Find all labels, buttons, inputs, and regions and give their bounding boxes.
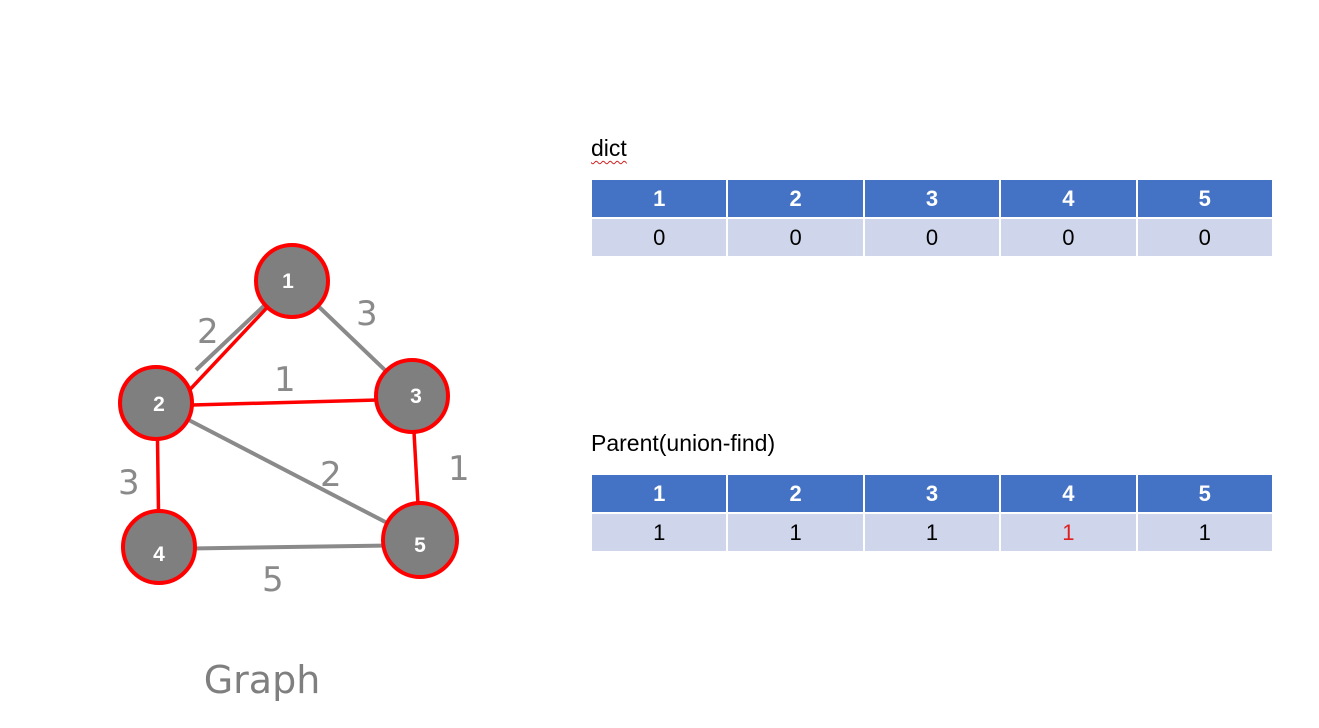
dict-header-cell: 1 xyxy=(589,178,729,219)
graph-caption: Graph xyxy=(204,658,321,702)
parent-value-cell: 1 xyxy=(1135,512,1275,553)
dict-value-cell: 0 xyxy=(726,217,865,258)
dict-title: dict xyxy=(591,135,627,162)
dict-header-cell: 2 xyxy=(726,178,865,219)
edge-weight-2-3: 1 xyxy=(274,360,296,400)
dict-value-row: 0 0 0 0 0 xyxy=(589,217,1275,258)
parent-header-cell: 3 xyxy=(862,473,1002,514)
node-3-label: 3 xyxy=(410,385,422,408)
edge-4-5 xyxy=(158,543,421,551)
node-1-label: 1 xyxy=(282,270,294,293)
node-4: 4 xyxy=(121,509,197,585)
dict-header-cell: 4 xyxy=(999,178,1138,219)
graph-diagram: 2 3 1 3 2 1 5 1 2 3 4 5 Graph xyxy=(118,243,470,702)
edge-weight-1-3: 3 xyxy=(356,294,378,334)
parent-header-cell: 4 xyxy=(999,473,1138,514)
edge-weight-4-5: 5 xyxy=(262,560,284,600)
edge-2-3 xyxy=(155,397,413,408)
node-2-label: 2 xyxy=(153,393,165,416)
edge-weight-1-2: 2 xyxy=(197,312,219,352)
parent-value-cell-highlighted: 1 xyxy=(999,512,1138,553)
parent-header-cell: 5 xyxy=(1135,473,1275,514)
parent-value-cell: 1 xyxy=(726,512,865,553)
parent-header-cell: 2 xyxy=(726,473,865,514)
parent-value-cell: 1 xyxy=(862,512,1002,553)
dict-header-row: 1 2 3 4 5 xyxy=(589,178,1275,219)
dict-value-cell: 0 xyxy=(1135,217,1275,258)
node-2: 2 xyxy=(118,365,194,441)
parent-table: 1 2 3 4 5 1 1 1 1 1 xyxy=(589,473,1275,553)
dict-header-cell: 5 xyxy=(1135,178,1275,219)
edge-weight-2-5: 2 xyxy=(320,455,342,495)
dict-header-cell: 3 xyxy=(862,178,1002,219)
parent-header-cell: 1 xyxy=(589,473,729,514)
dict-value-cell: 0 xyxy=(999,217,1138,258)
parent-title: Parent(union-find) xyxy=(591,430,776,456)
edge-1-2-shadow xyxy=(194,300,270,372)
node-5: 5 xyxy=(381,501,459,579)
dict-value-cell: 0 xyxy=(589,217,729,258)
node-3: 3 xyxy=(374,358,450,434)
node-1: 1 xyxy=(254,243,330,319)
edge-weight-2-4: 3 xyxy=(118,463,140,503)
parent-value-cell: 1 xyxy=(589,512,729,553)
parent-header-row: 1 2 3 4 5 xyxy=(589,473,1275,514)
dict-title-text: dict xyxy=(591,135,627,161)
node-5-label: 5 xyxy=(414,534,426,557)
node-4-label: 4 xyxy=(153,543,165,566)
edge-2-5 xyxy=(155,401,421,542)
dict-table: 1 2 3 4 5 0 0 0 0 0 xyxy=(589,178,1275,258)
dict-value-cell: 0 xyxy=(862,217,1002,258)
parent-value-row: 1 1 1 1 1 xyxy=(589,512,1275,553)
edge-weight-3-5: 1 xyxy=(448,449,470,489)
